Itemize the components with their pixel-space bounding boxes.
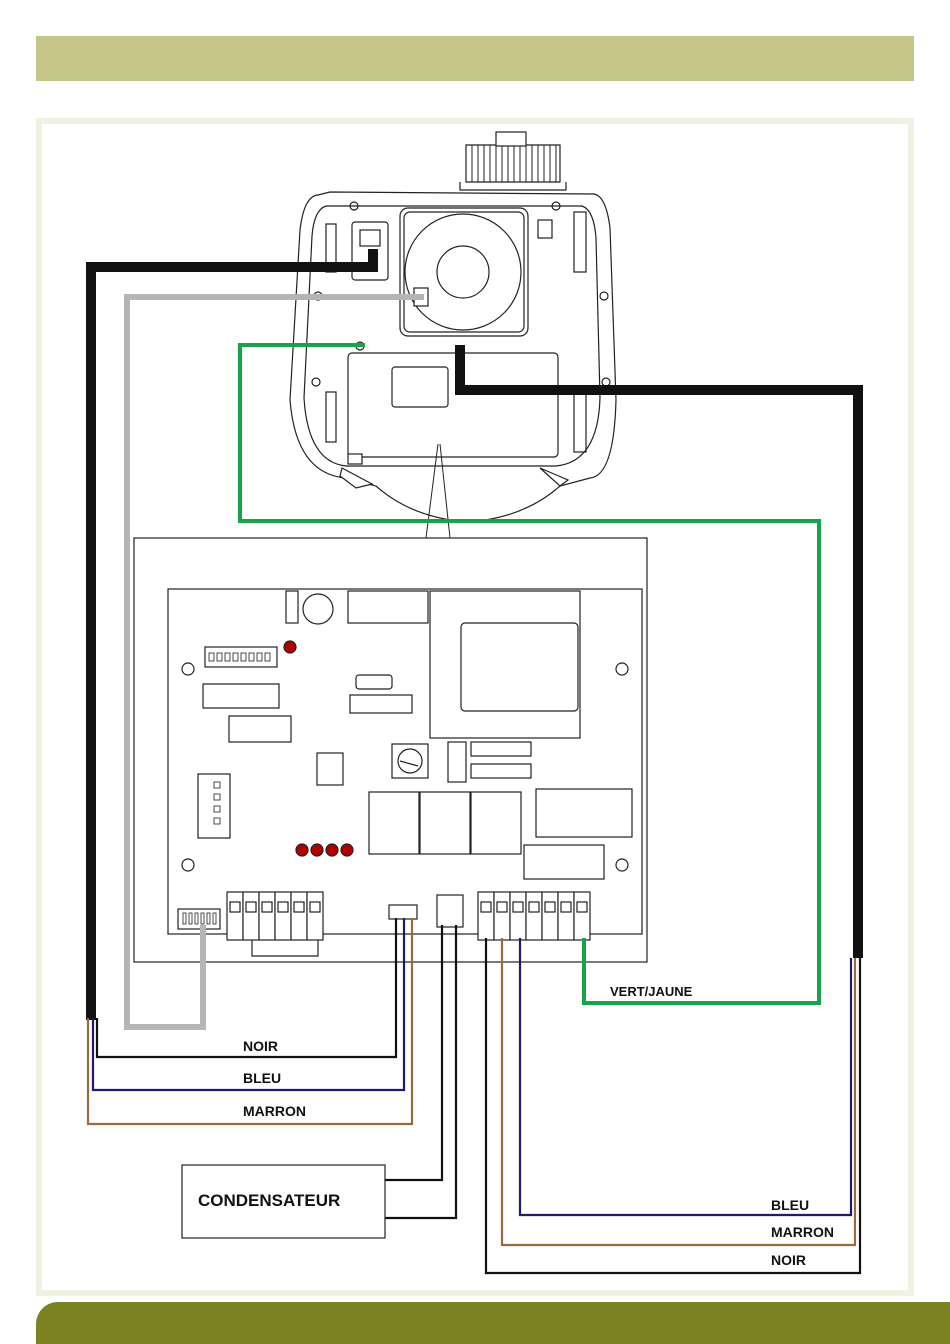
capacitor-connector xyxy=(437,895,463,927)
label-marron-right: MARRON xyxy=(771,1224,834,1240)
control-board xyxy=(134,538,647,962)
motor-unit xyxy=(290,132,616,522)
label-marron-left: MARRON xyxy=(243,1103,306,1119)
condensateur-label: CONDENSATEUR xyxy=(198,1191,340,1210)
wire-bleu-right xyxy=(520,938,851,1215)
label-noir-right: NOIR xyxy=(771,1252,806,1268)
label-bleu-right: BLEU xyxy=(771,1197,809,1213)
terminal-block-right xyxy=(478,892,590,940)
label-vert-jaune: VERT/JAUNE xyxy=(610,984,693,999)
wire-condensateur-1 xyxy=(385,925,442,1180)
label-bleu-left: BLEU xyxy=(243,1070,281,1086)
terminal-block-left xyxy=(227,892,323,940)
connector-3pin xyxy=(389,905,417,919)
led-indicator xyxy=(284,641,296,653)
label-noir-left: NOIR xyxy=(243,1038,278,1054)
